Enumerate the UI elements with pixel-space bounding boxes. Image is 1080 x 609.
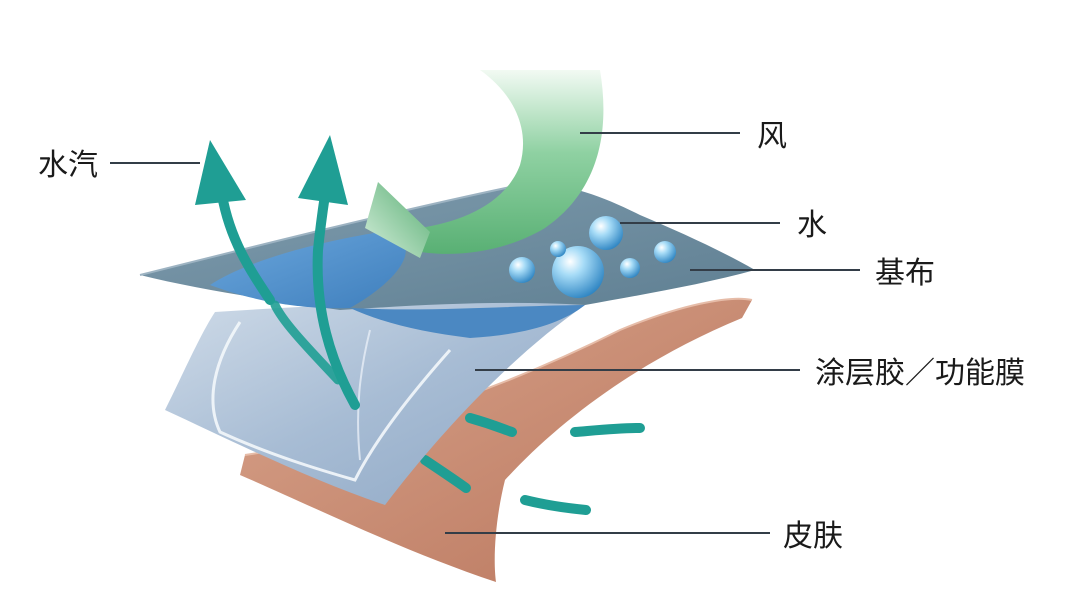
leader-lines [110,132,860,534]
label-coating: 涂层胶／功能膜 [815,356,1025,391]
label-water: 水 [797,208,827,243]
membrane-layer [165,299,585,505]
water-droplets [509,216,676,298]
vapor-arrows [195,135,360,410]
label-wind: 风 [757,119,787,154]
label-skin: 皮肤 [783,519,843,554]
wind-arrow [365,70,604,258]
label-vapor: 水汽 [38,148,98,183]
label-base-fabric: 基布 [875,256,935,291]
